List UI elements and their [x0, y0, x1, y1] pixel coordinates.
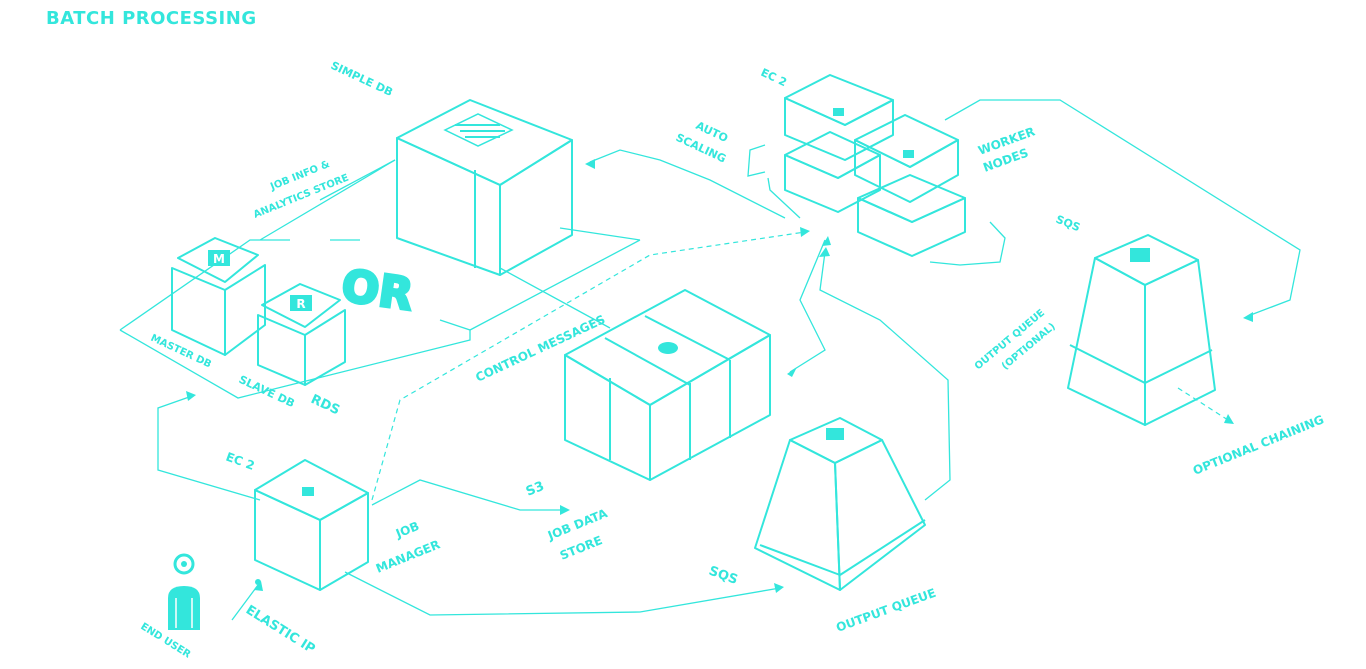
- s3-workers-arrow-2: [822, 236, 831, 246]
- slave-db-node: R: [258, 284, 345, 385]
- slave-db-icon: R: [290, 295, 312, 311]
- sqs-optional-right-face: [1145, 260, 1215, 425]
- s3-icon: [658, 342, 678, 354]
- svg-text:R: R: [296, 297, 305, 311]
- labels: SIMPLE DB JOB INFO & ANALYTICS STORE MAS…: [138, 59, 1326, 661]
- auto-scaling-bracket: [748, 145, 800, 218]
- worker-node-4-front: [858, 198, 965, 256]
- s3-workers-line: [790, 240, 825, 372]
- master-db-node: M: [172, 238, 265, 355]
- master-db-icon: M: [208, 250, 230, 266]
- job-manager-left-face: [255, 490, 320, 590]
- sqs-optional-band: [1070, 345, 1145, 383]
- s3-top-seam-2: [645, 316, 730, 360]
- sqs-to-workers-line: [820, 252, 950, 500]
- manager-to-rds-arrow: [186, 391, 196, 401]
- simple-db-icon: [445, 114, 512, 146]
- worker-node-4-top: [858, 175, 965, 222]
- sqs-output-node: [755, 418, 925, 590]
- svg-text:M: M: [213, 252, 225, 266]
- worker-icon: [833, 108, 844, 116]
- control-messages-line: [372, 232, 805, 500]
- workers-to-simpledb-line: [590, 150, 785, 218]
- s3-left-face: [565, 355, 650, 480]
- s3-right-face: [650, 335, 770, 480]
- control-messages-arrow: [800, 227, 810, 237]
- workers-to-optional-sqs-arrow: [1243, 312, 1253, 322]
- worker-node-4: [858, 175, 965, 256]
- sqs-optional-left-face: [1068, 258, 1145, 425]
- worker-node-2: [785, 132, 880, 212]
- workers-to-simpledb-arrow: [585, 159, 595, 169]
- job-manager-right-face: [320, 493, 368, 590]
- job-manager-label-1: JOB: [393, 519, 421, 541]
- worker-nodes: [785, 75, 965, 256]
- simple-db-label: SIMPLE DB: [329, 59, 395, 99]
- job-manager-icon: [302, 487, 314, 496]
- sqs-output-top: [790, 418, 882, 463]
- elastic-ip-label: ELASTIC IP: [243, 603, 318, 657]
- sqs-optional-label: SQS: [1054, 213, 1082, 235]
- worker-node-1-top: [785, 75, 893, 125]
- job-manager-label-2: MANAGER: [374, 537, 442, 575]
- worker-node-2-front: [785, 155, 880, 212]
- end-user-icon: [168, 555, 200, 630]
- sqs-optional-band-2: [1145, 350, 1212, 383]
- sqs-optional-node: [1068, 235, 1215, 425]
- simple-db-left-face: [397, 138, 500, 275]
- manager-to-rds-line: [158, 396, 260, 500]
- sqs-output-band-2: [840, 520, 925, 575]
- master-db-left-face: [172, 268, 225, 355]
- s3-top-seam: [605, 338, 690, 385]
- manager-to-sqs-arrow: [774, 583, 784, 593]
- simple-db-node: [397, 100, 572, 275]
- s3-workers-arrow-1: [787, 367, 797, 377]
- optional-chaining-label: OPTIONAL CHAINING: [1191, 412, 1326, 477]
- job-data-label-2: STORE: [558, 533, 604, 563]
- worker-icon-2: [903, 150, 914, 158]
- sqs-output-label: SQS: [707, 564, 740, 588]
- rds-label: RDS: [308, 392, 342, 418]
- sqs-output-icon: [826, 428, 844, 440]
- simple-db-right-face: [500, 140, 572, 275]
- elastic-ip-dot: [255, 579, 261, 585]
- workers-to-optional-sqs-line: [945, 100, 1300, 316]
- sqs-output-right-face: [835, 440, 925, 590]
- manager-to-s3-arrow: [560, 505, 570, 515]
- output-queue-label: OUTPUT QUEUE: [834, 586, 938, 635]
- job-manager-node: [255, 460, 368, 590]
- control-messages-label: CONTROL MESSAGES: [473, 312, 607, 384]
- sqs-output-left-face: [755, 440, 840, 590]
- sqs-optional-icon: [1130, 248, 1150, 262]
- or-label: OR: [338, 260, 416, 320]
- s3-label: S3: [524, 479, 547, 500]
- ec2-workers-label: EC 2: [759, 66, 789, 89]
- ec2-manager-label: EC 2: [224, 450, 257, 473]
